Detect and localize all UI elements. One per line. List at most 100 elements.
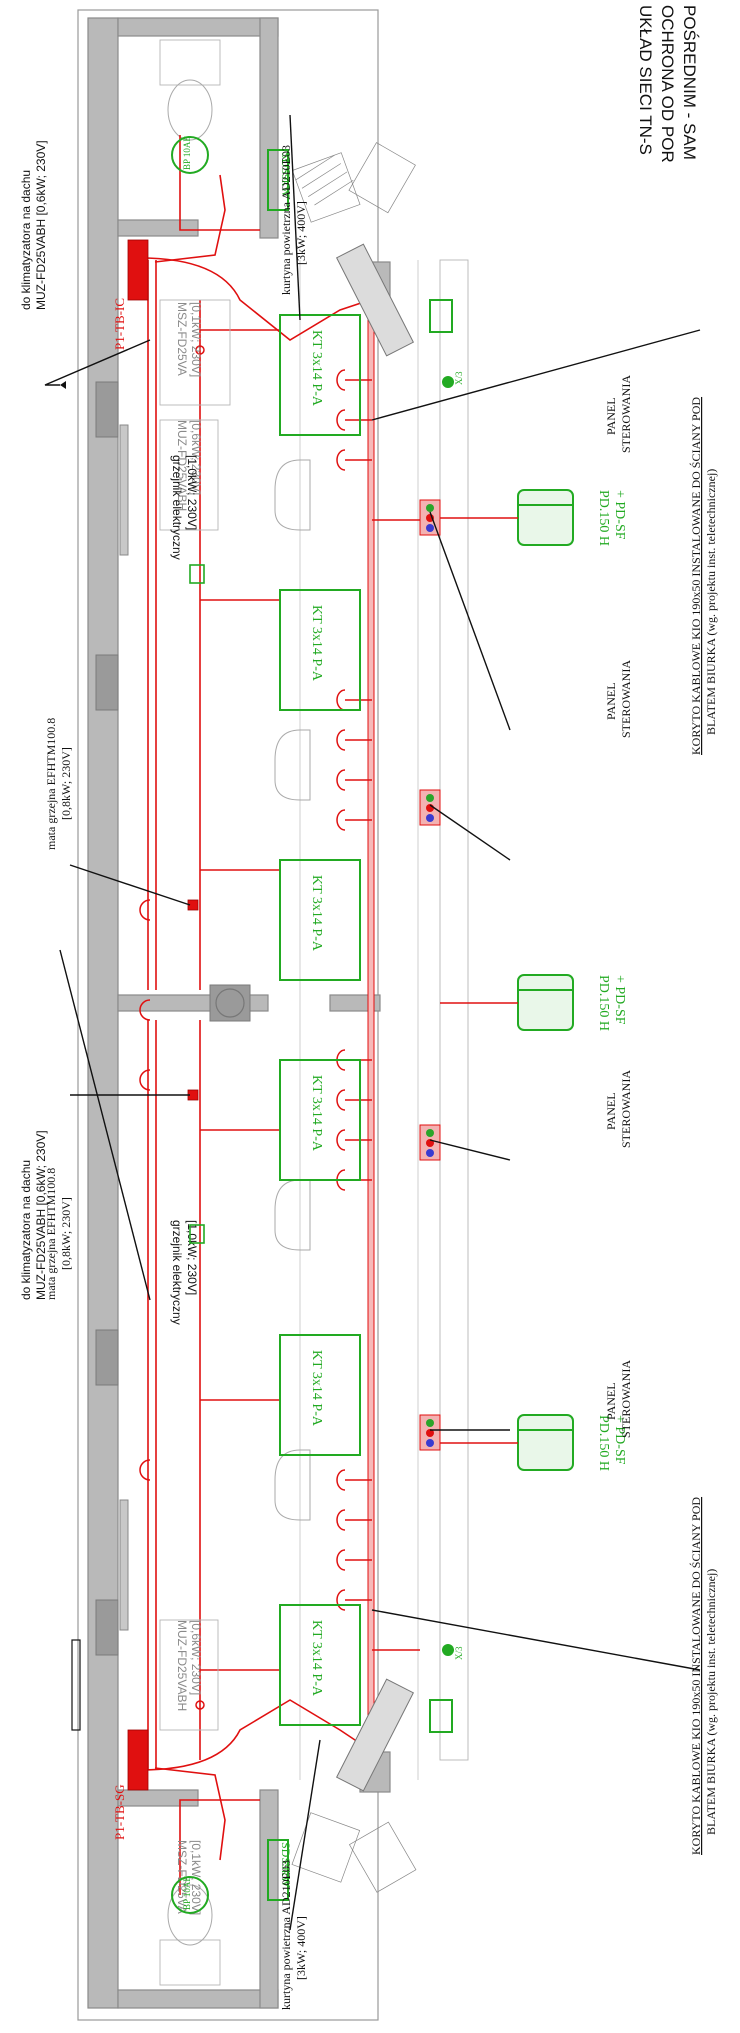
control-panel-label-2: PANEL STEROWANIA [604, 660, 633, 738]
svg-text:PANEL: PANEL [604, 1382, 618, 1420]
board-top-label: P1-TB-IC [112, 298, 127, 350]
heater-bottom: grzejnik elektryczny [1,0kW; 230V] [170, 1220, 205, 1325]
svg-text:KT 3x14 P-A: KT 3x14 P-A [309, 1350, 324, 1427]
svg-text:MUZ-FD25VABH [0,6kW; 230V]: MUZ-FD25VABH [0,6kW; 230V] [34, 140, 48, 310]
svg-text:X/3: X/3 [454, 1646, 464, 1660]
svg-text:kurtyna powietrzna AD210E03: kurtyna powietrzna AD210E03 [279, 1860, 293, 2010]
leader-lines [44, 114, 701, 1931]
svg-text:KT 3x14 P-A: KT 3x14 P-A [309, 605, 324, 682]
cable-tray-bottom-label: KORYTO KABLOWE KIO 190x50 INSTALOWANE DO… [689, 1497, 718, 1855]
title-line-1: UKŁAD SIECI TN-S [636, 5, 655, 155]
svg-text:[0,8kW; 230V]: [0,8kW; 230V] [59, 1197, 73, 1270]
svg-text:STEROWANIA: STEROWANIA [619, 1070, 633, 1148]
svg-text:BP 10AB: BP 10AB [182, 1876, 192, 1910]
shelving-bottom [291, 1812, 417, 1893]
ac-muz-top-line2: [0,6kW; 230V] [189, 420, 203, 495]
svg-text:PD.150 H: PD.150 H [596, 490, 611, 546]
light-panel-2: KT 3x14 P-A [279, 589, 361, 711]
svg-text:X/3: X/3 [454, 371, 464, 385]
heater-top-line1: grzejnik elektryczny [170, 455, 184, 560]
control-panel-label-1: PANEL STEROWANIA [604, 375, 633, 453]
scale-marker [71, 1639, 81, 1731]
svg-text:kurtyna powietrzna AD210E03: kurtyna powietrzna AD210E03 [279, 145, 293, 295]
svg-text:do klimatyzatora na dachu: do klimatyzatora na dachu [19, 170, 33, 310]
air-curtain-top-unit [335, 243, 415, 357]
svg-text:BP 10AB: BP 10AB [182, 136, 192, 170]
curtain-top-label: kurtyna powietrzna AD210E03 [3kW; 400V] [279, 145, 308, 295]
ac-muz-top-line1: MUZ-FD25VABH [175, 420, 189, 511]
svg-text:STEROWANIA: STEROWANIA [619, 1360, 633, 1438]
building-walls [77, 9, 469, 2021]
mat-top-label: mata grzejna EFHTM100.8 [0,8kW; 230V] [44, 718, 73, 850]
cable-tray-top-label: KORYTO KABLOWE KIO 190x50 INSTALOWANE DO… [689, 397, 718, 755]
svg-text:KT 3x14 P-A: KT 3x14 P-A [309, 875, 324, 952]
sds-top: SDS9kW [267, 149, 293, 211]
bp-bottom: BP 10AB [171, 1876, 209, 1914]
chairs [274, 459, 311, 1521]
ac-indoor-top-line1: MSZ-FD25VA [175, 302, 189, 376]
ac-indoor-top-line2: [0,1kW; 230V] [189, 302, 203, 377]
svg-text:[3kW; 400V]: [3kW; 400V] [294, 201, 308, 265]
ac-muz-bottom-line1: MUZ-FD25VABH [175, 1620, 189, 1711]
svg-text:do klimatyzatora na dachu: do klimatyzatora na dachu [19, 1160, 33, 1300]
board-top: P1-TB-IC [112, 239, 149, 350]
light-panel-4: KT 3x14 P-A [279, 1059, 361, 1181]
svg-text:STEROWANIA: STEROWANIA [619, 375, 633, 453]
light-panel-3: KT 3x14 P-A [279, 859, 361, 981]
svg-text:mata grzejna EFHTM100.8: mata grzejna EFHTM100.8 [44, 1168, 58, 1300]
svg-text:+ PD-SF: + PD-SF [612, 1415, 627, 1465]
svg-text:SDS9kW: SDS9kW [279, 1842, 293, 1888]
heater-bottom-line2: [1,0kW; 230V] [185, 1220, 199, 1295]
exit-sign-bottom: X/3 [429, 1644, 464, 1733]
light-panel-5: KT 3x14 P-A [279, 1334, 361, 1456]
pd-unit-1: PD.150 H + PD-SF [440, 489, 627, 546]
control-panel-label-4: PANEL STEROWANIA [604, 1360, 633, 1438]
title-block: UKŁAD SIECI TN-S OCHRONA OD POR POŚREDNI… [636, 5, 699, 163]
ac-muz-bottom: MUZ-FD25VABH [0,6kW; 230V] [159, 1619, 219, 1731]
svg-text:KT 3x14 P-A: KT 3x14 P-A [309, 1620, 324, 1697]
board-bottom: P1-TB-SG [112, 1729, 149, 1840]
svg-text:STEROWANIA: STEROWANIA [619, 660, 633, 738]
control-panel-box-4 [419, 1414, 441, 1451]
toilet-bottom [159, 1884, 221, 1986]
svg-text:PD.150 H: PD.150 H [596, 1415, 611, 1471]
pd-unit-2: PD.150 H + PD-SF [440, 974, 627, 1031]
svg-text:mata grzejna EFHTM100.8: mata grzejna EFHTM100.8 [44, 718, 58, 850]
svg-text:+ PD-SF: + PD-SF [612, 975, 627, 1025]
ac-outdoor-bottom-label: do klimatyzatora na dachu MUZ-FD25VABH [… [19, 1130, 48, 1300]
control-panel-box-2 [419, 789, 441, 826]
pd-units: PD.150 H + PD-SF PD.150 H + PD-SF PD.150… [440, 489, 627, 1471]
title-line-2: OCHRONA OD POR [658, 5, 677, 163]
sds-bottom: SDS9kW [267, 1839, 293, 1901]
bp-top: BP 10AB [171, 136, 209, 174]
heater-top-line2: [1,0kW; 230V] [185, 455, 199, 530]
ac-indoor-bottom-line1: MSZ-FD25VA [175, 1840, 189, 1914]
light-panel-1: KT 3x14 P-A [279, 314, 361, 436]
exit-sign-top: X/3 [429, 299, 464, 388]
svg-text:PD.150 H: PD.150 H [596, 975, 611, 1031]
pd-unit-3: PD.150 H + PD-SF [440, 1414, 627, 1471]
air-curtain-bottom-unit [335, 1678, 415, 1792]
svg-text:KT 3x14 P-A: KT 3x14 P-A [309, 1075, 324, 1152]
svg-text:+ PD-SF: + PD-SF [612, 490, 627, 540]
ac-indoor-top: MSZ-FD25VA [0,1kW; 230V] [159, 299, 231, 406]
ac-outdoor-top-label: do klimatyzatora na dachu MUZ-FD25VABH [… [19, 140, 48, 310]
ac-muz-bottom-line2: [0,6kW; 230V] [189, 1620, 203, 1695]
svg-text:[3kW; 400V]: [3kW; 400V] [294, 1916, 308, 1980]
toilet-top [159, 39, 221, 141]
control-panel-label-3: PANEL STEROWANIA [604, 1070, 633, 1148]
svg-text:PANEL: PANEL [604, 1092, 618, 1130]
mat-bottom-label: mata grzejna EFHTM100.8 [0,8kW; 230V] [44, 1168, 73, 1300]
heater-bottom-line1: grzejnik elektryczny [170, 1220, 184, 1325]
light-panels: KT 3x14 P-A KT 3x14 P-A KT 3x14 P-A KT 3… [279, 314, 361, 1726]
svg-text:MUZ-FD25VABH [0,6kW; 230V]: MUZ-FD25VABH [0,6kW; 230V] [34, 1130, 48, 1300]
title-line-3: POŚREDNIM - SAM [680, 5, 699, 160]
svg-text:BLATEM BIURKA (wg. projektu in: BLATEM BIURKA (wg. projektu inst. telete… [704, 1569, 718, 1835]
board-bottom-label: P1-TB-SG [112, 1784, 127, 1840]
svg-text:KORYTO KABLOWE KIO 190x50 INST: KORYTO KABLOWE KIO 190x50 INSTALOWANE DO… [689, 397, 703, 755]
control-panel-box-3 [419, 1124, 441, 1161]
curtain-bottom-label: kurtyna powietrzna AD210E03 [3kW; 400V] [279, 1860, 308, 2010]
svg-text:KT 3x14 P-A: KT 3x14 P-A [309, 330, 324, 407]
svg-text:BLATEM BIURKA (wg. projektu in: BLATEM BIURKA (wg. projektu inst. telete… [704, 469, 718, 735]
